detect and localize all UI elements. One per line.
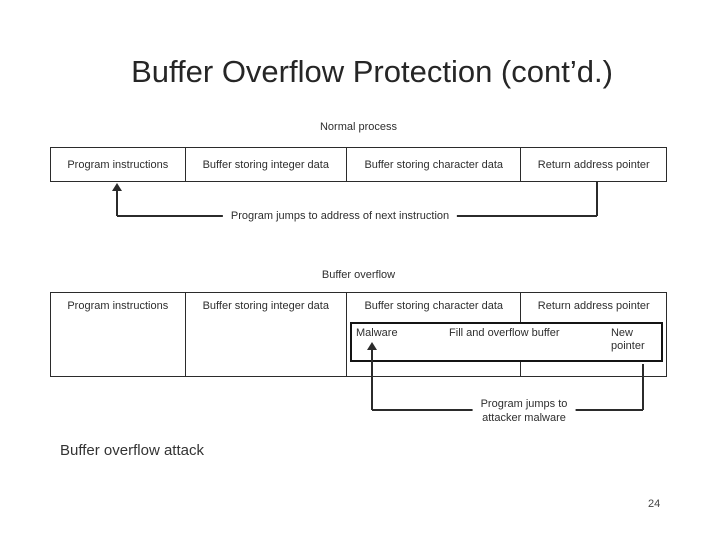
buffer-overflow-label: Buffer overflow — [321, 269, 396, 281]
normal-process-label: Normal process — [319, 121, 398, 133]
slide-title: Buffer Overflow Protection (cont’d.) — [131, 54, 613, 89]
malware-arrow-caption-line1: Program jumps to — [480, 398, 568, 410]
malware-arrow-caption-line2: attacker malware — [482, 412, 566, 424]
slide-caption: Buffer overflow attack — [60, 442, 204, 459]
overflow-cell-return-pointer: Return address pointer — [537, 300, 650, 312]
malware-arrow-right-line — [642, 364, 644, 410]
overflow-cell-integer-buffer: Buffer storing integer data — [186, 293, 348, 376]
malware-arrow-caption: Program jumps to attacker malware — [472, 397, 576, 425]
normal-arrow-caption: Program jumps to address of next instruc… — [222, 210, 458, 222]
normal-arrow-right-line — [596, 182, 598, 216]
normal-cell-program-instructions: Program instructions — [51, 148, 186, 181]
normal-cell-return-pointer: Return address pointer — [537, 158, 650, 171]
normal-arrow-left-line — [116, 189, 118, 216]
normal-cell-integer-buffer: Buffer storing integer data — [186, 148, 348, 181]
normal-cell-character-buffer: Buffer storing character data — [347, 148, 522, 181]
normal-process-table: Program instructions Buffer storing inte… — [50, 147, 667, 182]
malware-overflow-box: Malware Fill and overflow buffer New poi… — [350, 322, 663, 362]
malware-arrow-up-icon — [367, 342, 377, 350]
malware-arrow-left-line — [371, 350, 373, 410]
normal-arrow-up-icon — [112, 183, 122, 191]
new-pointer-label: New pointer — [610, 327, 645, 352]
page-number: 24 — [648, 498, 661, 510]
malware-label: Malware — [356, 327, 398, 339]
overflow-cell-program-instructions: Program instructions — [51, 293, 186, 376]
fill-overflow-label: Fill and overflow buffer — [449, 327, 560, 339]
